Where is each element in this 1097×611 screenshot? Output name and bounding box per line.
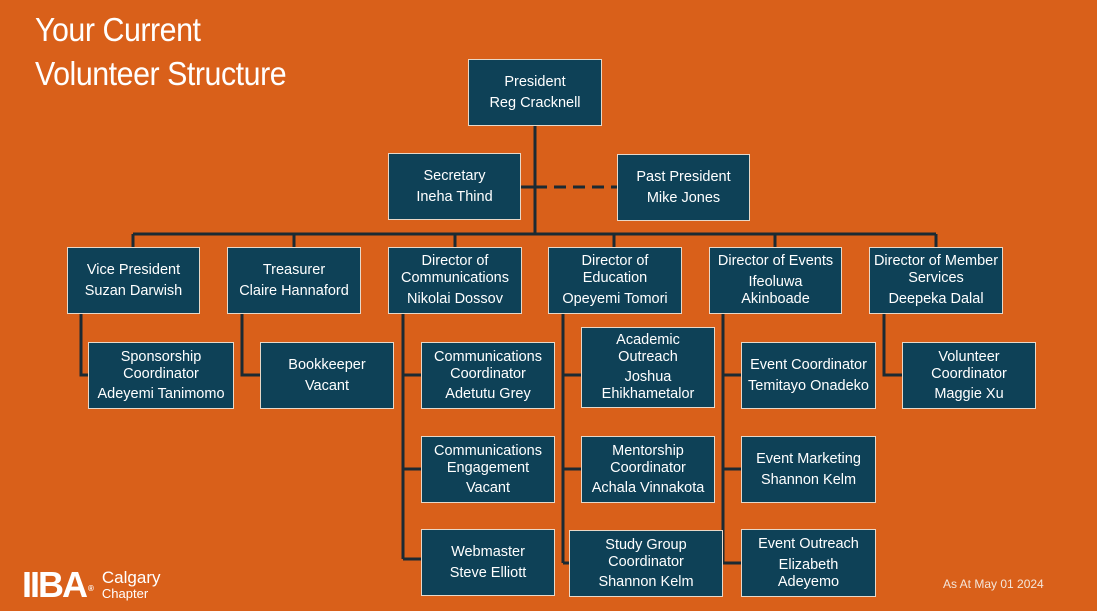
iiba-calgary-logo: IIBA® Calgary Chapter [22, 567, 161, 603]
node-name: Adetutu Grey [445, 385, 531, 402]
title-line-2: Volunteer Structure [35, 55, 287, 92]
node-vice-president[interactable]: Vice President Suzan Darwish [67, 247, 200, 314]
node-communications-coordinator[interactable]: Communications Coordinator Adetutu Grey [421, 342, 555, 409]
node-role: Event Coordinator [750, 356, 867, 373]
node-name: Vacant [304, 377, 350, 394]
logo-chapter-text: Calgary Chapter [102, 569, 161, 601]
as-at-date: As At May 01 2024 [943, 577, 1044, 591]
title-line-1: Your Current [35, 11, 201, 48]
node-role: Event Outreach [758, 535, 859, 552]
node-communications-engagement[interactable]: Communications Engagement Vacant [421, 436, 555, 503]
node-webmaster[interactable]: Webmaster Steve Elliott [421, 529, 555, 596]
node-president[interactable]: President Reg Cracknell [468, 59, 602, 126]
node-role: Secretary [423, 167, 486, 184]
node-bookkeeper[interactable]: Bookkeeper Vacant [260, 342, 394, 409]
connector-treasurer-bookkeeper [240, 313, 262, 377]
page-title: Your Current Volunteer Structure [35, 8, 287, 96]
node-role: Past President [636, 168, 731, 185]
connector-vp-sponsorship [79, 313, 89, 377]
node-name: Claire Hannaford [239, 282, 349, 299]
node-name: Maggie Xu [934, 385, 1004, 402]
node-role: Communications Coordinator [434, 348, 542, 382]
node-event-coordinator[interactable]: Event Coordinator Temitayo Onadeko [741, 342, 876, 409]
node-name: Shannon Kelm [760, 471, 857, 488]
node-role: Director of Education [581, 253, 649, 286]
node-name: Nikolai Dossov [407, 291, 503, 307]
node-sponsorship-coordinator[interactable]: Sponsorship Coordinator Adeyemi Tanimomo [88, 342, 234, 409]
node-role: Sponsorship Coordinator [120, 348, 202, 382]
node-director-member-services[interactable]: Director of Member Services Deepeka Dala… [869, 247, 1003, 314]
node-role: Study Group Coordinator [605, 536, 687, 570]
iiba-logo-mark: IIBA® [22, 564, 94, 605]
connector-member-volunteer [882, 313, 903, 377]
node-name: Vacant [465, 479, 511, 496]
node-event-outreach[interactable]: Event Outreach Elizabeth Adeyemo [741, 529, 876, 597]
node-name: Reg Cracknell [489, 94, 581, 111]
node-study-group-coordinator[interactable]: Study Group Coordinator Shannon Kelm [569, 530, 723, 597]
node-secretary[interactable]: Secretary Ineha Thind [388, 153, 521, 220]
node-name: Achala Vinnakota [591, 479, 705, 496]
node-volunteer-coordinator[interactable]: Volunteer Coordinator Maggie Xu [902, 342, 1036, 409]
node-role: Communications Engagement [434, 442, 542, 476]
node-treasurer[interactable]: Treasurer Claire Hannaford [227, 247, 361, 314]
node-name: Ineha Thind [416, 188, 493, 205]
node-name: Opeyemi Tomori [562, 291, 668, 307]
node-name: Ifeoluwa Akinboade [741, 274, 810, 307]
node-academic-outreach[interactable]: Academic Outreach Joshua Ehikhametalor [581, 327, 715, 408]
node-name: Temitayo Onadeko [748, 377, 869, 394]
node-role: Treasurer [262, 261, 326, 278]
node-role: Vice President [86, 261, 181, 278]
node-role: President [504, 73, 566, 90]
node-role: Director of Member Services [873, 253, 999, 286]
node-role: Director of Communications [401, 253, 509, 286]
node-name: Elizabeth Adeyemo [777, 556, 840, 590]
node-event-marketing[interactable]: Event Marketing Shannon Kelm [741, 436, 876, 503]
node-mentorship-coordinator[interactable]: Mentorship Coordinator Achala Vinnakota [581, 436, 715, 503]
node-role: Event Marketing [756, 450, 861, 467]
node-name: Shannon Kelm [598, 573, 694, 590]
node-director-communications[interactable]: Director of Communications Nikolai Dosso… [388, 247, 522, 314]
node-name: Suzan Darwish [84, 282, 183, 299]
node-role: Webmaster [451, 543, 525, 560]
node-name: Deepeka Dalal [888, 291, 984, 307]
node-name: Adeyemi Tanimomo [97, 385, 225, 402]
node-role: Volunteer Coordinator [931, 348, 1007, 382]
logo-city: Calgary [101, 568, 161, 587]
node-role: Academic Outreach [616, 332, 680, 365]
node-name: Mike Jones [646, 189, 721, 206]
node-director-events[interactable]: Director of Events Ifeoluwa Akinboade [709, 247, 842, 314]
node-past-president[interactable]: Past President Mike Jones [617, 154, 750, 221]
logo-chapter: Chapter [101, 586, 149, 601]
node-name: Steve Elliott [449, 564, 527, 581]
node-name: Joshua Ehikhametalor [601, 369, 695, 402]
node-role: Bookkeeper [288, 356, 366, 373]
node-director-education[interactable]: Director of Education Opeyemi Tomori [548, 247, 682, 314]
node-role: Mentorship Coordinator [610, 442, 686, 476]
node-role: Director of Events [717, 253, 834, 269]
